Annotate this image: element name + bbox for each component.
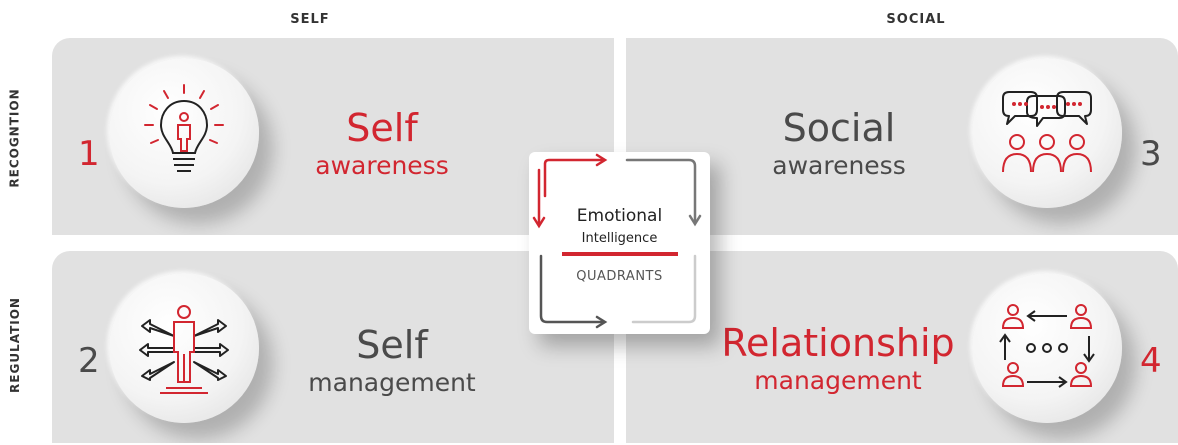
quadrant-subtitle: awareness: [772, 151, 906, 180]
quadrant-number: 2: [78, 341, 100, 381]
quadrant-number: 1: [78, 134, 100, 174]
row-header-regulation: REGULATION: [8, 297, 22, 393]
group-chat-icon: [972, 58, 1122, 208]
quadrant-self-management: 2 Self management: [52, 251, 614, 443]
quadrant-relationship-management: Relationship management 4: [626, 251, 1178, 443]
center-title: Emotional: [576, 206, 663, 226]
center-divider: [562, 252, 678, 256]
quadrant-title-block: Social awareness: [744, 106, 934, 182]
cycle-arrows-icon: [532, 153, 702, 329]
quadrant-title: Social: [782, 106, 896, 150]
column-header-self: SELF: [290, 12, 330, 27]
people-network-icon: [972, 273, 1122, 423]
quadrant-self-awareness: 1: [52, 38, 614, 235]
column-header-social: SOCIAL: [886, 12, 946, 27]
quadrant-social-awareness: Social awareness 3: [626, 38, 1178, 235]
row-header-recognition: RECOGNTION: [8, 88, 23, 188]
quadrant-number: 4: [1140, 341, 1162, 381]
quadrant-title: Self: [346, 106, 418, 150]
quadrant-subtitle: management: [308, 368, 476, 397]
quadrant-title: Relationship: [721, 321, 955, 365]
center-subtitle: Intelligence: [581, 231, 658, 246]
quadrant-number: 3: [1140, 134, 1162, 174]
quadrant-title-block: Self management: [292, 323, 492, 399]
person-arrows-icon: [109, 273, 259, 423]
quadrant-title-block: Relationship management: [718, 321, 958, 397]
quadrant-subtitle: awareness: [315, 151, 449, 180]
quadrant-title: Self: [356, 323, 428, 367]
quadrant-subtitle: management: [754, 366, 922, 395]
center-label: QUADRANTS: [576, 269, 663, 284]
lightbulb-person-icon: [109, 58, 259, 208]
emotional-intelligence-card: Emotional Intelligence QUADRANTS: [529, 152, 710, 334]
quadrant-title-block: Self awareness: [302, 106, 462, 182]
